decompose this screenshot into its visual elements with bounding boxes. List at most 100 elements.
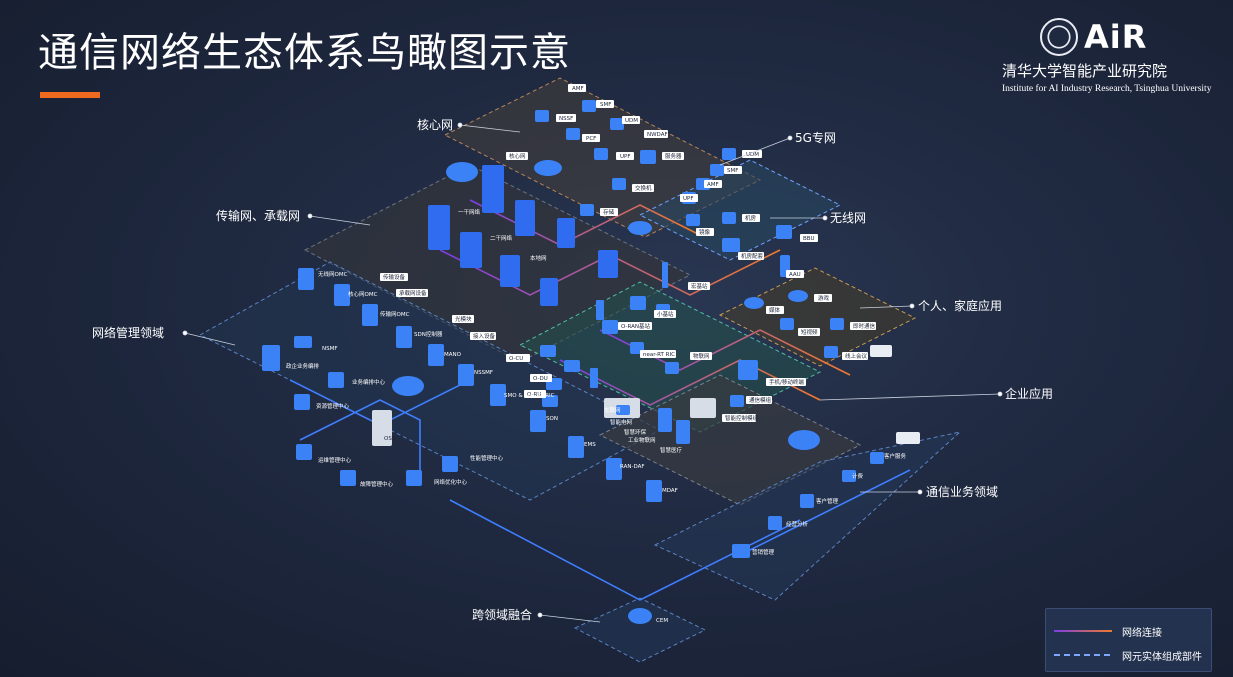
transport-label-group: 一干网络 二干网络 本地网 传输设备 承载网设备 光模块 接入设备 bbox=[380, 208, 547, 340]
region-personal bbox=[718, 267, 917, 367]
svg-text:手机/移动终端: 手机/移动终端 bbox=[769, 378, 804, 386]
transport-towers bbox=[428, 165, 618, 306]
institute-cn-name: 清华大学智能产业研究院 bbox=[1002, 62, 1168, 80]
svg-text:智能控制模组: 智能控制模组 bbox=[725, 414, 759, 422]
device-labels: AMF SMF NSSF UDM PCF NWDAF 核心网 UPF 服务器 交… bbox=[286, 84, 907, 624]
callout-enterprise: 企业应用 bbox=[1005, 386, 1053, 401]
svg-text:宏基站: 宏基站 bbox=[691, 282, 708, 290]
svg-text:游戏: 游戏 bbox=[818, 294, 830, 302]
svg-text:车联网: 车联网 bbox=[604, 406, 621, 414]
region-callouts: 核心网 5G专网 传输网、承载网 无线网 个人、家庭应用 网络管理领域 企业应用… bbox=[92, 118, 1053, 622]
public-cloud-icon bbox=[446, 162, 478, 182]
svg-text:网络优化中心: 网络优化中心 bbox=[434, 478, 468, 486]
svg-text:AAU: AAU bbox=[789, 272, 801, 278]
svg-text:业务编排中心: 业务编排中心 bbox=[352, 378, 386, 386]
svg-text:NSSF: NSSF bbox=[559, 116, 573, 122]
legend-dashed-line-swatch bbox=[1054, 654, 1112, 656]
svg-text:智能电网: 智能电网 bbox=[610, 418, 633, 426]
region-private-5g bbox=[638, 159, 842, 261]
svg-text:机房配套: 机房配套 bbox=[741, 252, 764, 260]
svg-text:UPF: UPF bbox=[683, 196, 694, 202]
legend-component: 网元实体组成部件 bbox=[1054, 648, 1204, 663]
legend-network-link: 网络连接 bbox=[1054, 624, 1204, 639]
svg-text:经营分析: 经营分析 bbox=[786, 520, 809, 528]
core-label-group: AMF SMF NSSF UDM PCF NWDAF 核心网 UPF 服务器 交… bbox=[506, 84, 684, 216]
svg-text:CEM: CEM bbox=[656, 618, 668, 624]
core-devices bbox=[534, 100, 656, 216]
management-devices bbox=[262, 268, 662, 502]
svg-text:工业物联网: 工业物联网 bbox=[628, 436, 656, 444]
svg-text:营销管理: 营销管理 bbox=[752, 548, 775, 556]
institute-en-name: Institute for AI Industry Research, Tsin… bbox=[1002, 84, 1212, 94]
svg-text:SMF: SMF bbox=[727, 168, 738, 174]
svg-text:MANO: MANO bbox=[444, 352, 462, 358]
svg-text:资源管理中心: 资源管理中心 bbox=[316, 402, 350, 410]
svg-text:媒体: 媒体 bbox=[769, 306, 781, 314]
personal-label-group: 游戏 媒体 短视频 即时通信 线上会议 bbox=[766, 294, 876, 360]
svg-text:物联网: 物联网 bbox=[693, 352, 710, 360]
svg-text:线上会议: 线上会议 bbox=[845, 352, 868, 360]
region-business bbox=[653, 431, 962, 601]
svg-text:O-RU: O-RU bbox=[527, 392, 541, 398]
institute-logo: AiR 清华大学智能产业研究院 Institute for AI Industr… bbox=[1000, 16, 1215, 100]
callout-wireless: 无线网 bbox=[830, 211, 866, 225]
svg-text:机房: 机房 bbox=[745, 214, 757, 222]
svg-text:NSSMF: NSSMF bbox=[474, 370, 493, 376]
svg-text:UPF: UPF bbox=[620, 154, 631, 160]
svg-text:传输设备: 传输设备 bbox=[383, 273, 406, 281]
callout-leaders bbox=[182, 122, 1003, 623]
business-devices bbox=[628, 430, 920, 624]
svg-text:故障管理中心: 故障管理中心 bbox=[360, 480, 394, 488]
device-blocks bbox=[262, 100, 920, 624]
personal-devices bbox=[744, 290, 892, 358]
svg-text:小基站: 小基站 bbox=[657, 310, 674, 318]
svg-text:O-DU: O-DU bbox=[533, 376, 548, 382]
callout-management: 网络管理领域 bbox=[92, 325, 164, 340]
svg-text:政企业务编排: 政企业务编排 bbox=[286, 362, 320, 370]
callout-cross-domain: 跨领域融合 bbox=[472, 607, 532, 622]
svg-text:near-RT RIC: near-RT RIC bbox=[643, 352, 675, 358]
svg-text:O-CU: O-CU bbox=[509, 356, 523, 362]
svg-text:NSMF: NSMF bbox=[322, 346, 338, 352]
svg-text:EMS: EMS bbox=[584, 442, 596, 448]
air-logo-text: AiR bbox=[1084, 18, 1148, 56]
cloud-icons bbox=[446, 162, 478, 182]
legend: 网络连接 网元实体组成部件 bbox=[1045, 608, 1212, 672]
svg-text:UDM: UDM bbox=[746, 152, 759, 158]
callout-private-5g: 5G专网 bbox=[795, 130, 836, 145]
tsinghua-seal-icon bbox=[1040, 18, 1078, 56]
region-cross-domain bbox=[573, 597, 707, 663]
svg-text:NWDAF: NWDAF bbox=[647, 132, 668, 138]
svg-text:接入设备: 接入设备 bbox=[473, 332, 496, 340]
svg-text:AMF: AMF bbox=[572, 86, 584, 92]
svg-text:SMF: SMF bbox=[600, 102, 611, 108]
business-label-group: 客户服务 计费 客户管理 经营分析 营销管理 bbox=[752, 452, 907, 556]
svg-text:存储: 存储 bbox=[603, 208, 615, 216]
svg-text:光模块: 光模块 bbox=[455, 315, 472, 323]
svg-text:二干网络: 二干网络 bbox=[490, 234, 513, 242]
svg-text:计费: 计费 bbox=[852, 472, 864, 480]
svg-text:AMF: AMF bbox=[707, 182, 719, 188]
svg-text:SMO & non-RT RIC: SMO & non-RT RIC bbox=[504, 393, 555, 399]
link-mgmt-2 bbox=[299, 399, 421, 470]
svg-text:短视频: 短视频 bbox=[801, 328, 818, 336]
svg-text:交换机: 交换机 bbox=[635, 184, 652, 192]
region-enterprise bbox=[598, 374, 862, 506]
svg-text:MDAF: MDAF bbox=[662, 488, 678, 494]
svg-text:UDM: UDM bbox=[625, 118, 638, 124]
svg-text:承载网设备: 承载网设备 bbox=[399, 289, 427, 297]
callout-personal: 个人、家庭应用 bbox=[918, 298, 1002, 313]
legend-solid-line-swatch bbox=[1054, 630, 1112, 632]
svg-text:镜像: 镜像 bbox=[699, 228, 711, 236]
svg-text:PCF: PCF bbox=[586, 136, 596, 142]
svg-text:本地网: 本地网 bbox=[530, 254, 547, 262]
svg-text:SON: SON bbox=[546, 416, 558, 422]
svg-text:无线网OMC: 无线网OMC bbox=[318, 270, 348, 278]
svg-text:客户服务: 客户服务 bbox=[884, 452, 907, 460]
svg-text:智慧医疗: 智慧医疗 bbox=[660, 446, 683, 454]
page-title: 通信网络生态体系鸟瞰图示意 bbox=[38, 30, 571, 76]
svg-text:O-RAN基站: O-RAN基站 bbox=[621, 322, 650, 330]
svg-text:传输网OMC: 传输网OMC bbox=[380, 310, 410, 318]
svg-text:核心网OMC: 核心网OMC bbox=[348, 290, 378, 298]
